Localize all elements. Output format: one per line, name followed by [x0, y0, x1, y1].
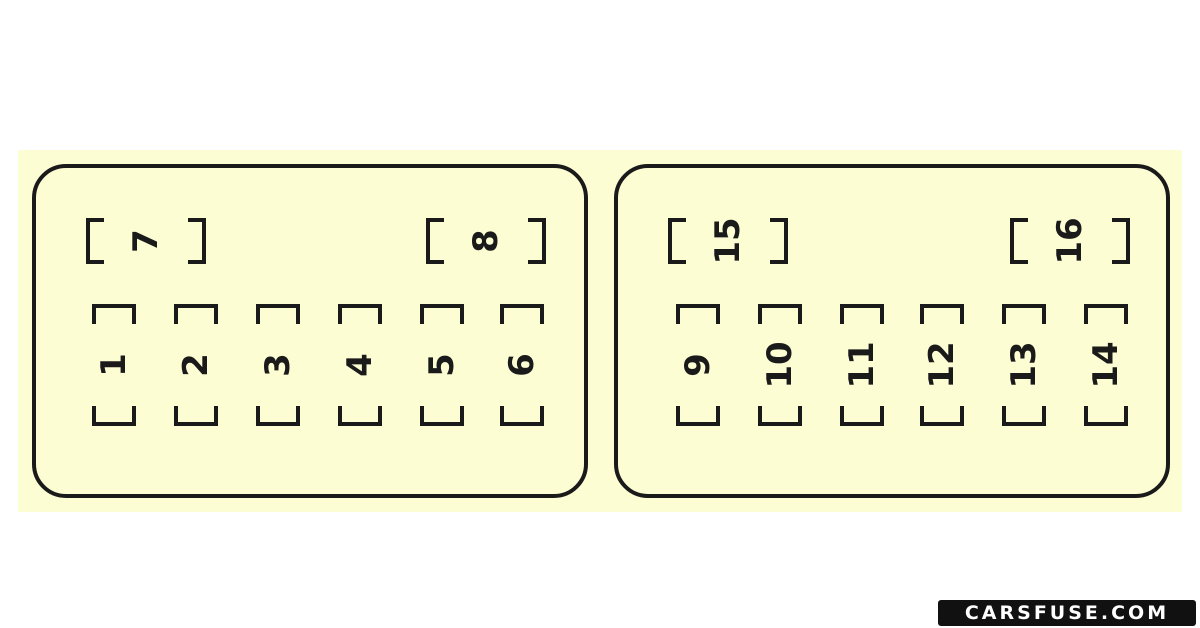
fuse-slot-7: 7 [86, 218, 206, 264]
fuse-slot-1: 1 [92, 304, 136, 426]
fuse-slot-5: 5 [420, 304, 464, 426]
fuse-slot-13: 13 [1002, 304, 1046, 426]
fuse-slot-6: 6 [500, 304, 544, 426]
fuse-slot-8: 8 [426, 218, 546, 264]
bracket-bottom [338, 406, 382, 426]
bracket-bottom [1084, 406, 1128, 426]
fuse-slot-9: 9 [676, 304, 720, 426]
bracket-top [676, 304, 720, 324]
fuse-number: 3 [258, 353, 298, 377]
bracket-top [174, 304, 218, 324]
bracket-bottom [676, 406, 720, 426]
bracket-right [770, 218, 788, 264]
bracket-top [1002, 304, 1046, 324]
bracket-bottom [1002, 406, 1046, 426]
fuse-slot-11: 11 [840, 304, 884, 426]
bracket-bottom [256, 406, 300, 426]
bracket-left [1010, 218, 1028, 264]
bracket-top [92, 304, 136, 324]
bracket-bottom [920, 406, 964, 426]
fuse-slot-3: 3 [256, 304, 300, 426]
fuse-number: 1 [94, 353, 134, 377]
bracket-bottom [174, 406, 218, 426]
fuse-slot-12: 12 [920, 304, 964, 426]
fuse-number: 5 [422, 353, 462, 377]
bracket-left [668, 218, 686, 264]
bracket-right [528, 218, 546, 264]
bracket-top [500, 304, 544, 324]
bracket-top [420, 304, 464, 324]
bracket-top [338, 304, 382, 324]
fuse-number: 10 [760, 341, 800, 389]
bracket-top [758, 304, 802, 324]
fuse-number: 9 [678, 353, 718, 377]
bracket-top [256, 304, 300, 324]
fuse-slot-15: 15 [668, 217, 788, 265]
fuse-number: 6 [502, 353, 542, 377]
bracket-top [840, 304, 884, 324]
fuse-number: 7 [126, 229, 166, 253]
watermark-logo: CARSFUSE.COM [938, 600, 1196, 626]
fuse-number: 2 [176, 353, 216, 377]
bracket-left [426, 218, 444, 264]
bracket-bottom [92, 406, 136, 426]
fuse-slot-10: 10 [758, 304, 802, 426]
fuse-number: 12 [922, 341, 962, 389]
fuse-slot-14: 14 [1084, 304, 1128, 426]
fuse-number: 11 [842, 341, 882, 389]
fuse-number: 4 [340, 353, 380, 377]
bracket-bottom [840, 406, 884, 426]
bracket-top [1084, 304, 1128, 324]
fuse-slot-16: 16 [1010, 217, 1130, 265]
bracket-right [188, 218, 206, 264]
bracket-top [920, 304, 964, 324]
fuse-block-right: 15 16 9 10 11 12 13 14 [614, 164, 1170, 498]
fuse-number: 16 [1050, 217, 1090, 265]
fuse-block-left: 7 8 1 2 3 4 5 6 [32, 164, 588, 498]
bracket-bottom [500, 406, 544, 426]
fuse-number: 14 [1086, 341, 1126, 389]
fuse-number: 8 [466, 229, 506, 253]
bracket-bottom [758, 406, 802, 426]
fuse-number: 13 [1004, 341, 1044, 389]
bracket-left [86, 218, 104, 264]
bracket-bottom [420, 406, 464, 426]
bracket-right [1112, 218, 1130, 264]
fuse-slot-2: 2 [174, 304, 218, 426]
fuse-slot-4: 4 [338, 304, 382, 426]
fuse-number: 15 [708, 217, 748, 265]
